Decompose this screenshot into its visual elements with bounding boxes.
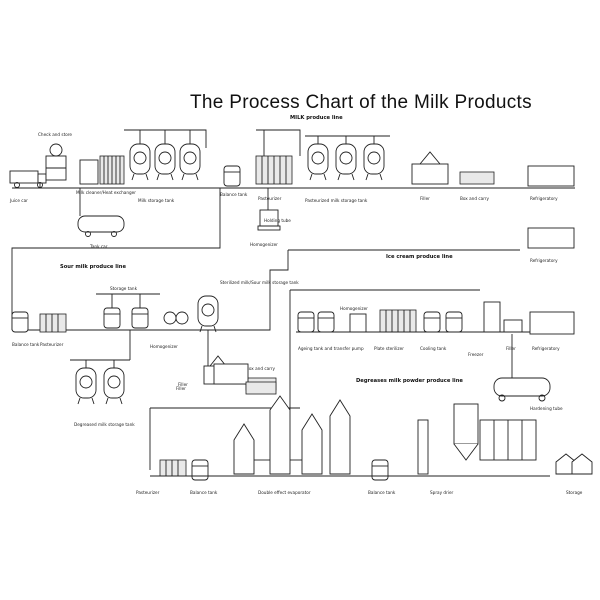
label-sterilized-tank: Sterilized milk/Sour milk storage tank [220, 280, 299, 285]
label-milk-cleaner: Milk cleaner/Heat exchanger [76, 190, 136, 195]
label-box-carry-2: Box and carry [246, 366, 276, 371]
cooling-tank-2 [445, 311, 463, 333]
milk-cleaner-icon [79, 155, 125, 185]
label-ageing-tank: Ageing tank and transfer pump [298, 346, 364, 351]
section-label-sour-milk: Sour milk produce line [60, 264, 126, 270]
freezer-icon [483, 301, 501, 333]
evaporator-icon [233, 395, 351, 475]
label-refrigeratory-1: Refrigeratory [530, 196, 558, 201]
plate-sterilizer-icon [379, 309, 417, 333]
label-check-store: Check and store [38, 132, 72, 137]
degreased-tank-1 [75, 367, 97, 405]
pasteurizer-2-icon [39, 313, 67, 333]
box-carry-icon [459, 171, 495, 185]
cooling-tank-1 [423, 311, 441, 333]
homogenizer-2-icon [163, 311, 189, 325]
milk-storage-tank-2 [154, 143, 176, 181]
label-pasteurizer: Pasteurizer [258, 196, 282, 201]
label-balance-tank-3: Balance tank [190, 490, 218, 495]
milk-storage-tank-3 [179, 143, 201, 181]
hardening-tube-icon [493, 377, 551, 402]
balance-tank-4 [371, 459, 389, 481]
diagram-title: The Process Chart of the Milk Products [190, 92, 532, 113]
storage-tank-2b [131, 307, 149, 329]
balance-tank-1 [223, 165, 241, 187]
ageing-tank-2 [317, 311, 335, 333]
pasteurized-tank-2 [335, 143, 357, 181]
label-homogenizer-3: Homogenizer [340, 306, 368, 311]
degreased-tank-2 [103, 367, 125, 405]
refrigeratory-1-icon [527, 165, 575, 187]
label-evaporator: Double effect evaporator [258, 490, 311, 495]
storage-icon [555, 453, 593, 475]
refrigeratory-3-icon [529, 311, 575, 335]
section-label-milk-line: MILK produce line [290, 115, 343, 121]
label-tank-car: Tank car [89, 244, 108, 249]
pasteurizer-3-icon [159, 459, 187, 477]
balance-tank-3 [191, 459, 209, 481]
label-refrigeratory-2: Refrigeratory [530, 258, 558, 263]
label-homogenizer-2: Homogenizer [150, 344, 178, 349]
label-cooling-tank: Cooling tank [420, 346, 447, 351]
section-label-milk-powder: Degreases milk powder produce line [356, 378, 463, 384]
label-filler-2: Filler [176, 386, 186, 391]
label-plate-sterilizer: Plate sterilizer [374, 346, 404, 351]
label-storage-tank-2: Storage tank [110, 286, 138, 291]
label-balance-tank: Balance tank [220, 192, 248, 197]
ageing-tank-1 [297, 311, 315, 333]
label-pasteurizer-2: Pasteurizer [40, 342, 64, 347]
juice-car-icon [9, 170, 47, 188]
label-filler-1: Filler [420, 196, 430, 201]
pasteurized-tank-1 [307, 143, 329, 181]
homogenizer-icon [257, 209, 281, 231]
label-spray-drier: Spray drier [430, 490, 454, 495]
label-storage-tank-1: Pasteurized milk storage tank [305, 198, 368, 203]
label-balance-tank-2: Balance tank [12, 342, 40, 347]
milk-storage-tank-1 [129, 143, 151, 181]
pasteurized-tank-3 [363, 143, 385, 181]
check-store-icon [45, 143, 67, 181]
filler-4-icon [213, 363, 277, 395]
sterilized-milk-tank [197, 295, 219, 333]
label-filler-4: Filler [178, 382, 188, 387]
spray-drier-icon [417, 403, 537, 475]
label-refrigeratory-3: Refrigeratory [532, 346, 560, 351]
storage-tank-2a [103, 307, 121, 329]
filler-3-icon [503, 319, 523, 333]
label-pasteurizer-3: Pasteurizer [136, 490, 160, 495]
label-juice-car: Juice car [9, 198, 28, 203]
balance-tank-2 [11, 311, 29, 333]
filler-icon [411, 151, 449, 185]
homogenizer-3-icon [349, 313, 367, 333]
label-degreased-tank: Degreased milk storage tank [74, 422, 135, 427]
label-milk-storage-tank: Milk storage tank [138, 198, 175, 203]
label-hardening-tube: Hardening tube [530, 406, 563, 411]
label-homogenizer: Homogenizer [250, 242, 278, 247]
pasteurizer-icon [255, 155, 293, 185]
refrigeratory-2-icon [527, 227, 575, 249]
tank-car-icon [77, 215, 125, 237]
label-balance-tank-4: Balance tank [368, 490, 396, 495]
label-box-carry: Box and carry [460, 196, 490, 201]
label-freezer: Freezer [468, 352, 484, 357]
label-storage: Storage [566, 490, 583, 495]
label-holding-tube: Holding tube [264, 218, 291, 223]
label-filler-3: Filler [506, 346, 516, 351]
section-label-ice-cream: Ice cream produce line [386, 254, 453, 260]
